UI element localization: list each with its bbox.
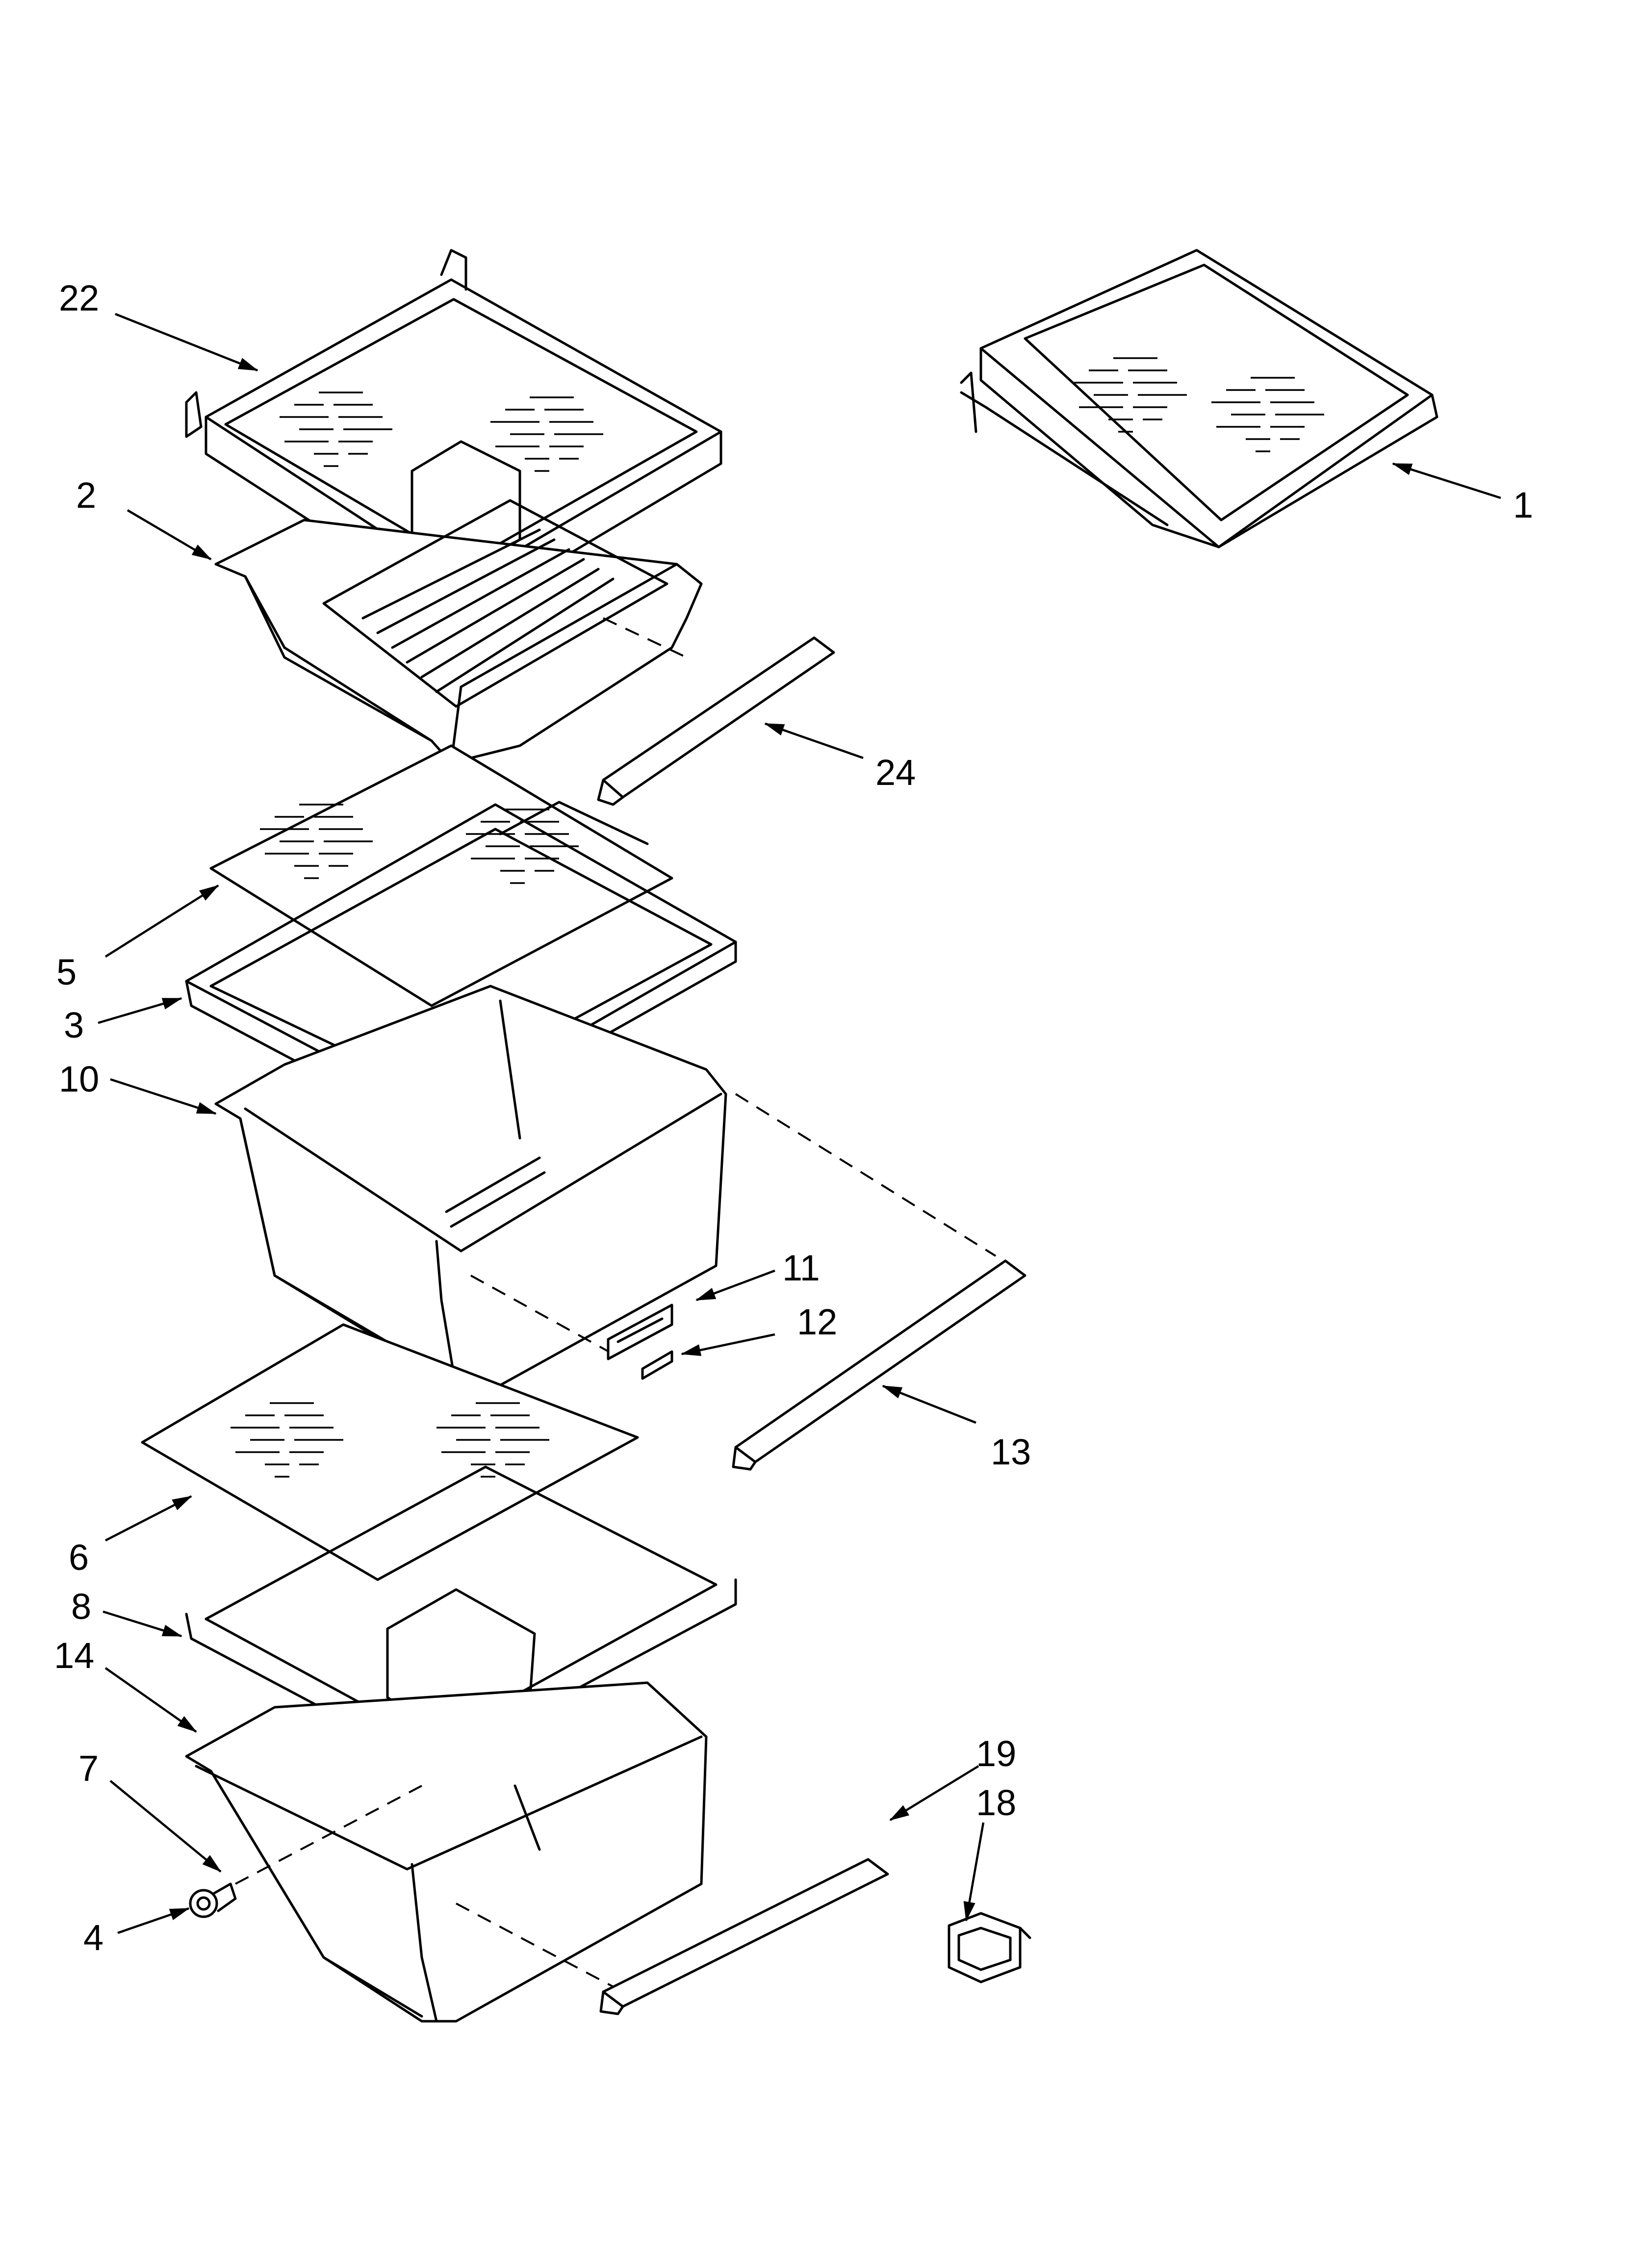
part-4-knob	[189, 1882, 237, 1918]
label-24: 24	[875, 752, 916, 793]
part-labels: 22 2 1 24 5 3 10 11 12 13 6 8 14 7 4 19 …	[54, 278, 1533, 1958]
part-24-trim	[597, 636, 835, 806]
label-8: 8	[71, 1586, 91, 1627]
part-12-clip	[641, 1350, 673, 1380]
label-5: 5	[56, 952, 77, 992]
part-13-trim	[732, 1259, 1026, 1471]
label-14: 14	[54, 1635, 94, 1676]
leader-lines	[98, 313, 1501, 1934]
label-7: 7	[78, 1748, 99, 1789]
label-18: 18	[976, 1782, 1016, 1823]
label-1: 1	[1513, 485, 1533, 525]
part-5-glass	[209, 744, 673, 1007]
part-19-trim	[599, 1858, 889, 2015]
label-3: 3	[64, 1005, 84, 1045]
part-10-crisper	[214, 985, 997, 1395]
part-11-clip	[607, 1303, 673, 1360]
label-22: 22	[59, 278, 99, 318]
label-12: 12	[797, 1302, 837, 1342]
label-10: 10	[59, 1059, 99, 1099]
part-2-crisper	[214, 499, 703, 764]
label-11: 11	[782, 1248, 820, 1288]
label-19: 19	[976, 1733, 1016, 1774]
label-6: 6	[69, 1537, 89, 1578]
part-1-shelf	[960, 249, 1438, 548]
part-6-glass	[141, 1323, 639, 1581]
part-18-bracket	[948, 1912, 1031, 1983]
part-14-crisper	[185, 1681, 708, 2023]
label-4: 4	[83, 1917, 103, 1958]
label-13: 13	[991, 1432, 1031, 1472]
label-2: 2	[76, 475, 96, 516]
